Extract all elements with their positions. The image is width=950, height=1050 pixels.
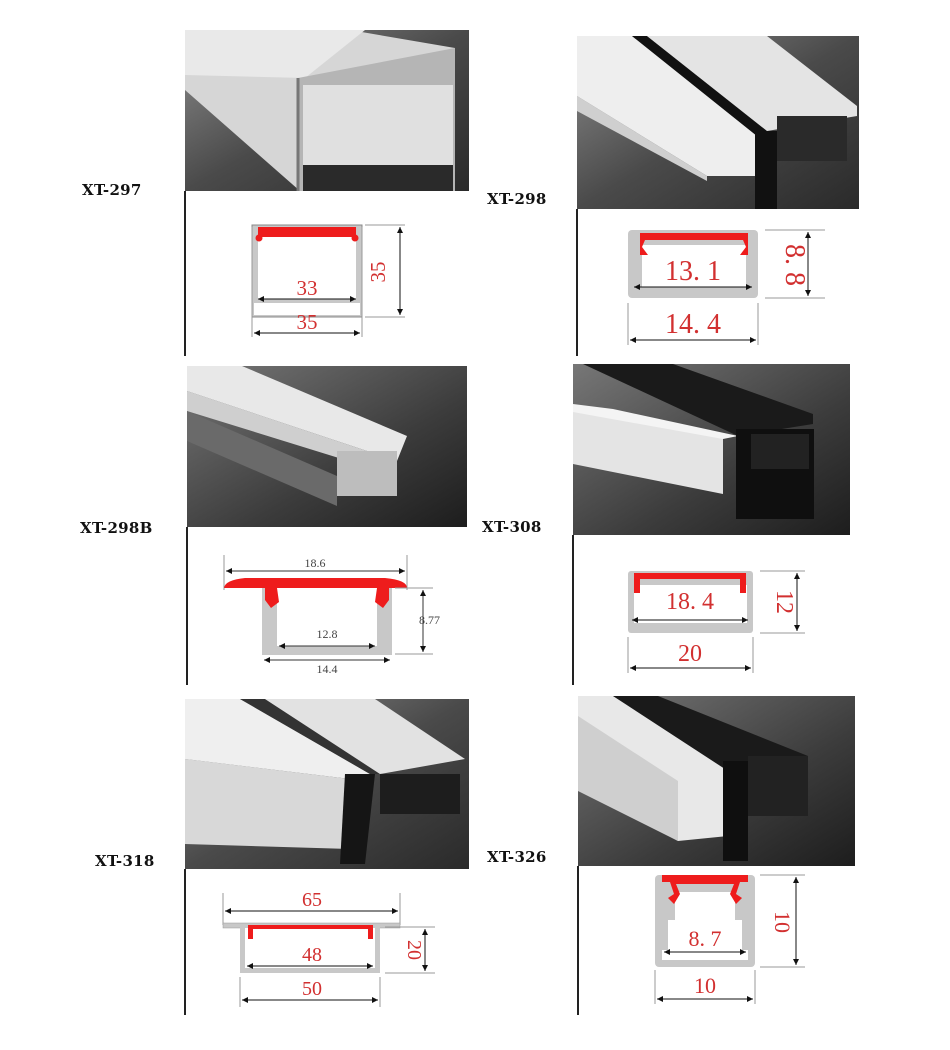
svg-text:8. 7: 8. 7 xyxy=(689,926,722,951)
product-photo-xt-326 xyxy=(578,696,855,866)
product-photo-xt-308 xyxy=(573,364,850,535)
model-label: XT-297 xyxy=(82,181,142,199)
model-label: XT-298 xyxy=(487,190,547,208)
svg-text:8.77: 8.77 xyxy=(419,613,440,627)
product-photo-xt-298b xyxy=(187,366,467,527)
divider-line xyxy=(577,866,579,1015)
svg-text:14. 4: 14. 4 xyxy=(665,309,721,340)
cross-section-xt-297: 33 35 35 xyxy=(240,215,420,355)
cross-section-xt-298: 13. 1 14. 4 8. 8 xyxy=(620,225,840,360)
svg-text:8. 8: 8. 8 xyxy=(779,244,810,286)
svg-text:50: 50 xyxy=(302,978,322,1000)
svg-text:14.4: 14.4 xyxy=(317,662,338,675)
model-label: XT-326 xyxy=(487,848,547,866)
divider-line xyxy=(576,209,578,356)
svg-text:13. 1: 13. 1 xyxy=(665,256,721,287)
svg-text:35: 35 xyxy=(366,262,390,283)
cross-section-xt-318: 65 20 48 50 xyxy=(220,885,450,1015)
product-photo-xt-298 xyxy=(577,36,859,209)
product-photo-xt-297 xyxy=(185,30,469,191)
svg-text:12: 12 xyxy=(771,590,797,614)
cross-section-xt-298b: 18.6 8.77 12.8 14.4 xyxy=(215,550,455,680)
svg-text:33: 33 xyxy=(297,276,318,300)
svg-text:12.8: 12.8 xyxy=(317,627,338,641)
svg-text:18.6: 18.6 xyxy=(305,556,326,570)
svg-text:18. 4: 18. 4 xyxy=(666,589,714,615)
svg-text:10: 10 xyxy=(770,911,795,933)
model-label: XT-298B xyxy=(80,519,153,537)
svg-text:35: 35 xyxy=(297,310,318,334)
svg-text:48: 48 xyxy=(302,944,322,966)
divider-line xyxy=(572,535,574,685)
product-photo-xt-318 xyxy=(185,699,469,869)
divider-line xyxy=(184,191,186,356)
svg-text:65: 65 xyxy=(302,889,322,911)
cross-section-xt-308: 18. 4 20 12 xyxy=(620,565,820,685)
cross-section-xt-326: 8. 7 10 10 xyxy=(650,872,820,1012)
divider-line xyxy=(184,869,186,1015)
svg-text:20: 20 xyxy=(403,940,425,960)
svg-text:10: 10 xyxy=(694,973,716,998)
model-label: XT-318 xyxy=(95,852,155,870)
divider-line xyxy=(186,527,188,685)
svg-text:20: 20 xyxy=(678,641,702,667)
model-label: XT-308 xyxy=(482,518,542,536)
